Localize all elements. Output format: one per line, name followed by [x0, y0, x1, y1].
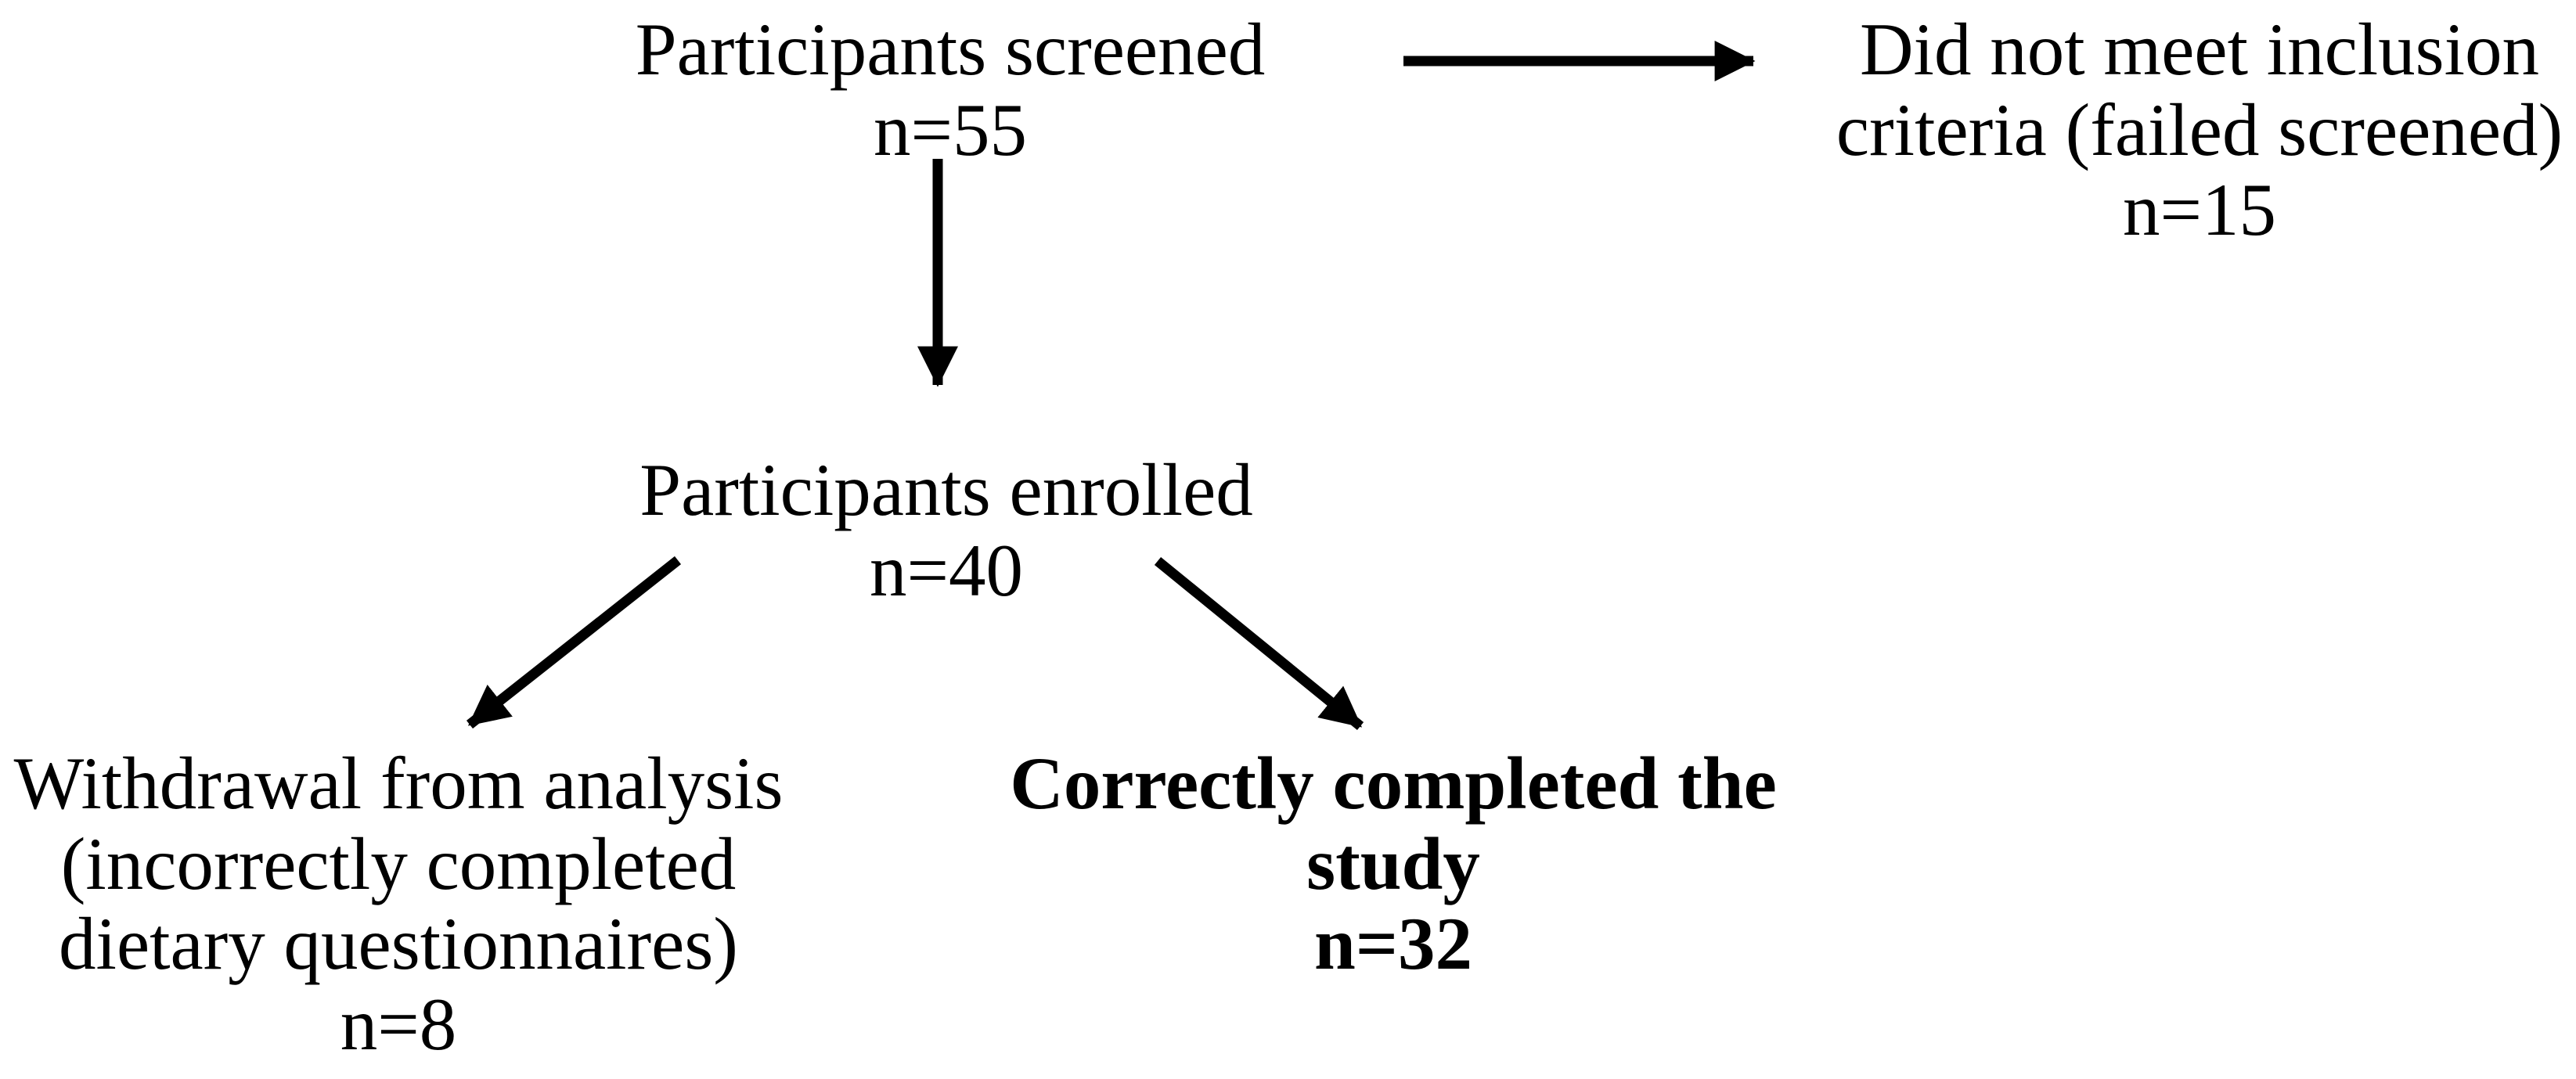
arrow-enrolled-to-completed — [1154, 556, 1364, 731]
node-count: n=40 — [869, 528, 1024, 612]
node-count: n=55 — [873, 88, 1028, 171]
node-label: Withdrawal from analysis — [13, 742, 784, 825]
node-label: Correctly completed the — [1010, 742, 1777, 825]
node-label: Did not meet inclusion — [1859, 8, 2540, 91]
node-participants-screened: Participants screened n=55 — [636, 9, 1266, 170]
node-participants-enrolled: Participants enrolled n=40 — [639, 450, 1253, 610]
arrow-enrolled-to-withdrawal — [466, 556, 682, 729]
node-count: n=32 — [1314, 902, 1472, 986]
node-label: Participants screened — [635, 8, 1266, 91]
node-label: dietary questionnaires) — [59, 902, 738, 986]
node-label: Participants enrolled — [639, 448, 1253, 531]
node-count: n=15 — [2122, 168, 2277, 252]
node-label: criteria (failed screened) — [1836, 88, 2563, 171]
node-correctly-completed-study: Correctly completed the study n=32 — [1010, 743, 1777, 984]
node-did-not-meet-inclusion: Did not meet inclusion criteria (failed … — [1836, 9, 2563, 250]
node-label: study — [1306, 822, 1480, 905]
node-label: (incorrectly completed — [60, 822, 737, 905]
node-count: n=8 — [340, 982, 457, 1066]
node-withdrawal-from-analysis: Withdrawal from analysis (incorrectly co… — [14, 743, 784, 1064]
